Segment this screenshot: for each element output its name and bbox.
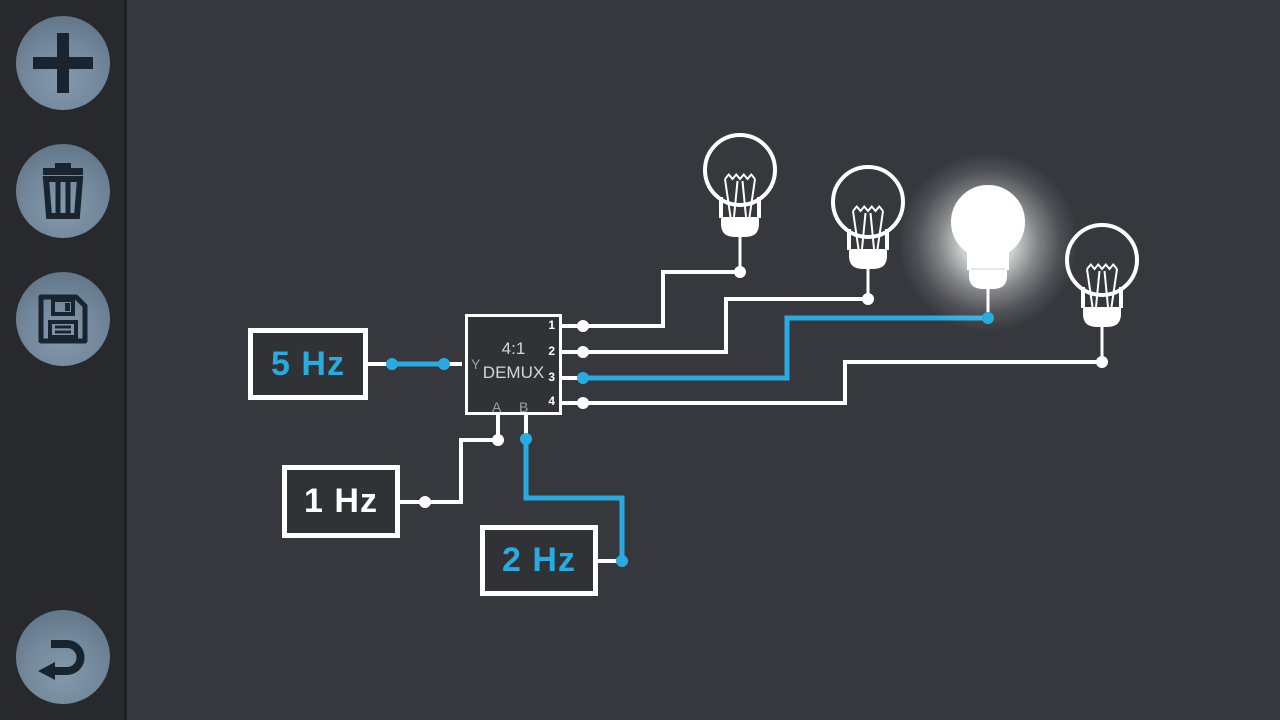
wire-terminal[interactable] (734, 266, 746, 278)
wire-terminal[interactable] (577, 372, 589, 384)
light-bulb-off[interactable] (703, 133, 777, 272)
wire-terminal[interactable] (577, 397, 589, 409)
demux-select-b-label: B (519, 399, 529, 415)
wire-terminal[interactable] (492, 434, 504, 446)
wire-terminal[interactable] (862, 293, 874, 305)
clock-source-2hz[interactable]: 2 Hz (480, 525, 598, 596)
wire-terminal[interactable] (520, 433, 532, 445)
wire[interactable] (583, 270, 740, 328)
demux-input-pin-label: Y (471, 356, 481, 372)
wire-terminal[interactable] (1096, 356, 1108, 368)
wire[interactable] (523, 439, 625, 561)
demux-name-label: DEMUX (482, 363, 545, 382)
save-button[interactable] (16, 272, 110, 366)
wire[interactable] (425, 438, 498, 504)
wire[interactable] (583, 315, 988, 381)
light-bulb-off[interactable] (831, 165, 905, 299)
demux-component[interactable]: 4:1 DEMUX Y A B 1 2 3 4 (465, 314, 562, 415)
wire[interactable] (583, 360, 1102, 405)
wire-terminal[interactable] (577, 320, 589, 332)
demux-output-1-label: 1 (548, 318, 555, 332)
undo-icon (34, 628, 92, 686)
wire[interactable] (583, 297, 868, 354)
toolbar (0, 0, 127, 720)
clock-source-label: 5 Hz (271, 344, 345, 383)
light-bulb-on[interactable] (898, 152, 1078, 332)
wire-terminal[interactable] (577, 346, 589, 358)
wire-terminal[interactable] (419, 496, 431, 508)
demux-select-a-label: A (492, 399, 502, 415)
wire-terminal[interactable] (386, 358, 398, 370)
trash-icon (34, 162, 92, 220)
clock-source-label: 1 Hz (304, 482, 378, 520)
undo-button[interactable] (16, 610, 110, 704)
demux-ratio-label: 4:1 (501, 339, 526, 358)
clock-source-1hz[interactable]: 1 Hz (282, 465, 400, 538)
demux-output-2-label: 2 (548, 344, 555, 358)
demux-output-4-label: 4 (548, 394, 555, 408)
wire-terminal[interactable] (438, 358, 450, 370)
add-component-button[interactable] (16, 16, 110, 110)
wire-terminal[interactable] (616, 555, 628, 567)
delete-button[interactable] (16, 144, 110, 238)
floppy-icon (35, 291, 91, 347)
clock-source-5hz[interactable]: 5 Hz (248, 328, 368, 400)
clock-source-label: 2 Hz (502, 541, 576, 579)
plus-icon (32, 32, 94, 94)
wire-terminal[interactable] (982, 312, 994, 324)
demux-output-3-label: 3 (548, 370, 555, 384)
